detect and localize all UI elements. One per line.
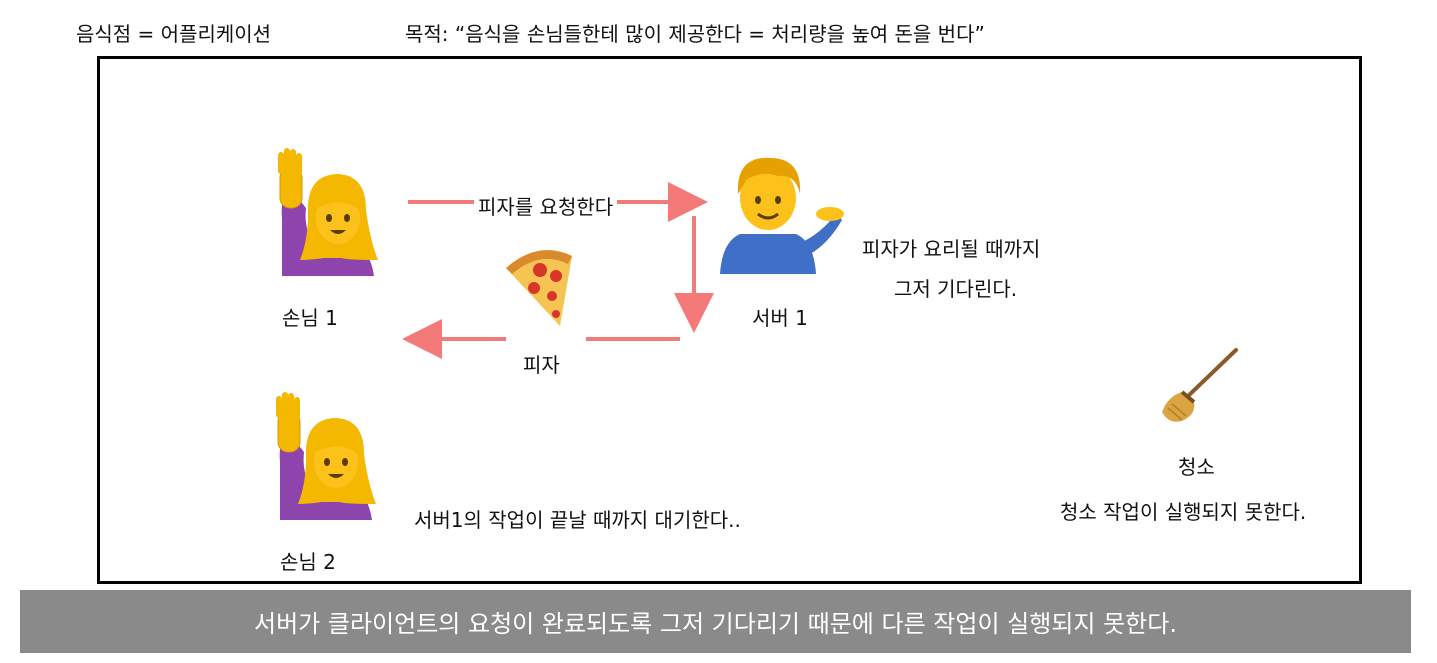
diagram-frame (97, 56, 1362, 584)
customer1-raising-hand-icon (278, 148, 378, 276)
server-label: 서버 1 (752, 306, 808, 330)
server-tipping-hand-icon (720, 157, 844, 274)
customer1-label: 손님 1 (282, 306, 338, 330)
customer2-raising-hand-icon (276, 392, 376, 520)
footer-banner: 서버가 클라이언트의 요청이 완료되도록 그저 기다리기 때문에 다른 작업이 … (20, 590, 1411, 653)
cleaning-note: 청소 작업이 실행되지 못한다. (1060, 500, 1307, 524)
header-right-text: 목적: “음식을 손님들한테 많이 제공한다 = 처리량을 높여 돈을 번다” (405, 22, 985, 46)
server-wait-line1: 피자가 요리될 때까지 (862, 237, 1041, 261)
customer2-label: 손님 2 (280, 550, 336, 574)
request-label: 피자를 요청한다 (474, 191, 618, 220)
pizza-slice-icon (506, 250, 572, 326)
footer-text: 서버가 클라이언트의 요청이 완료되도록 그저 기다리기 때문에 다른 작업이 … (254, 610, 1177, 638)
cleaning-label: 청소 (1178, 455, 1215, 479)
customer2-wait-text: 서버1의 작업이 끝날 때까지 대기한다.. (414, 508, 741, 532)
header-left-text: 음식점 = 어플리케이션 (76, 22, 272, 46)
pizza-label: 피자 (523, 353, 560, 377)
server-wait-line2: 그저 기다린다. (894, 277, 1018, 301)
broom-icon (1162, 348, 1238, 422)
